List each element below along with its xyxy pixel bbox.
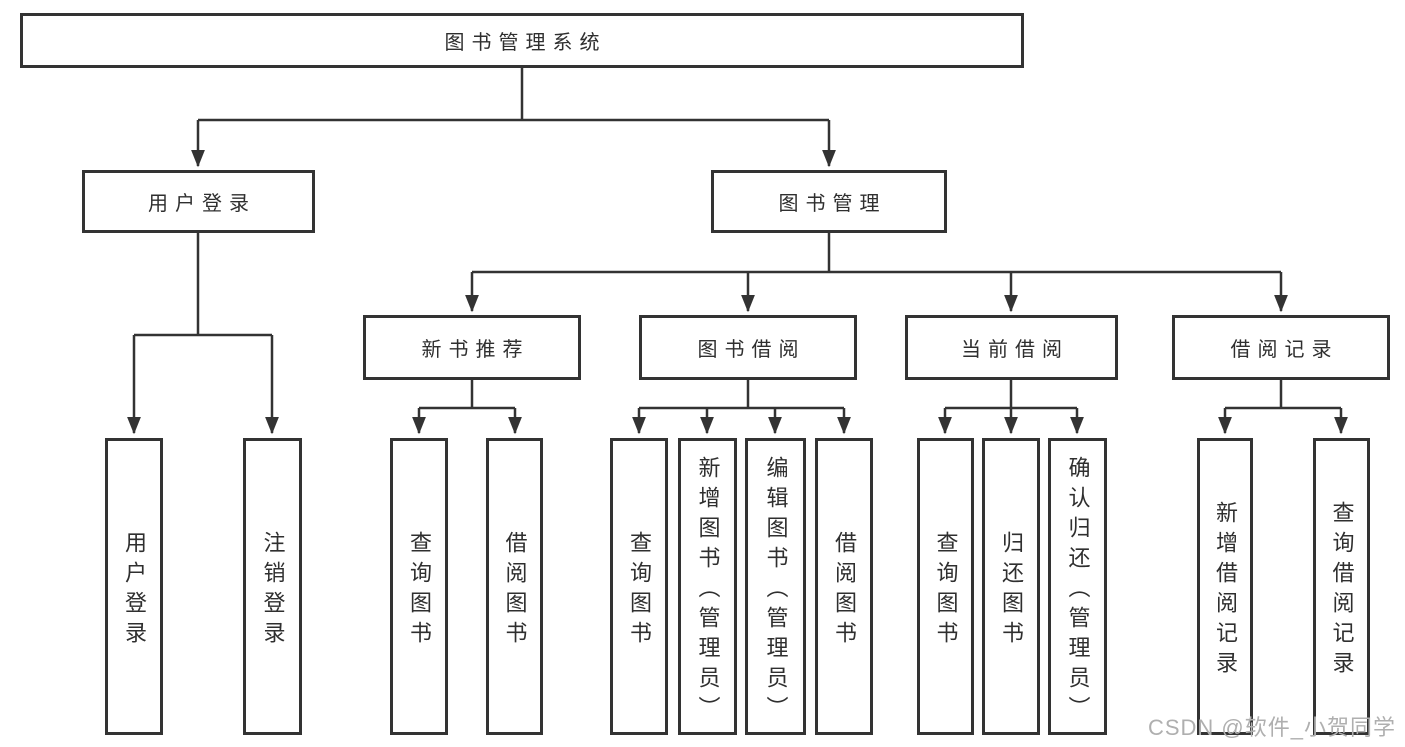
node-borrowing-records: 借阅记录 [1172,315,1390,380]
leaf-label: 查询借阅记录 [1329,500,1355,681]
node-library-management-system: 图书管理系统 [20,13,1024,68]
leaf-label: 新增借阅记录 [1213,500,1238,681]
leaf-label: 用户登录 [122,530,147,651]
leaf-add-borrow-record: 新增借阅记录 [1197,438,1253,735]
node-user-login: 用户登录 [82,170,315,233]
leaf-label: 注销登录 [260,530,286,651]
leaf-query-books-borrowing: 查询图书 [610,438,668,735]
node-book-management: 图书管理 [711,170,947,233]
node-book-borrowing: 图书借阅 [639,315,857,380]
leaf-label: 查询图书 [407,530,432,651]
leaf-return-books: 归还图书 [982,438,1040,735]
leaf-logout: 注销登录 [243,438,302,735]
leaf-confirm-return-admin: 确认归还（管理员） [1048,438,1107,735]
leaf-label: 新增图书（管理员） [695,455,721,726]
node-current-borrowing: 当前借阅 [905,315,1118,380]
leaf-label: 确认归还（管理员） [1065,455,1091,726]
node-new-book-recommend: 新书推荐 [363,315,581,380]
leaf-user-login: 用户登录 [105,438,163,735]
leaf-edit-books-admin: 编辑图书（管理员） [745,438,806,735]
leaf-label: 查询图书 [627,530,652,651]
leaf-query-borrow-record: 查询借阅记录 [1313,438,1370,735]
leaf-label: 查询图书 [933,530,959,651]
leaf-label: 借阅图书 [832,530,857,651]
leaf-query-books-current: 查询图书 [917,438,974,735]
leaf-borrow-books-recommend: 借阅图书 [486,438,543,735]
leaf-add-books-admin: 新增图书（管理员） [678,438,737,735]
leaf-label: 借阅图书 [502,530,528,651]
leaf-label: 归还图书 [999,530,1024,651]
leaf-query-books-recommend: 查询图书 [390,438,448,735]
leaf-borrow-books-borrowing: 借阅图书 [815,438,873,735]
leaf-label: 编辑图书（管理员） [763,455,789,726]
